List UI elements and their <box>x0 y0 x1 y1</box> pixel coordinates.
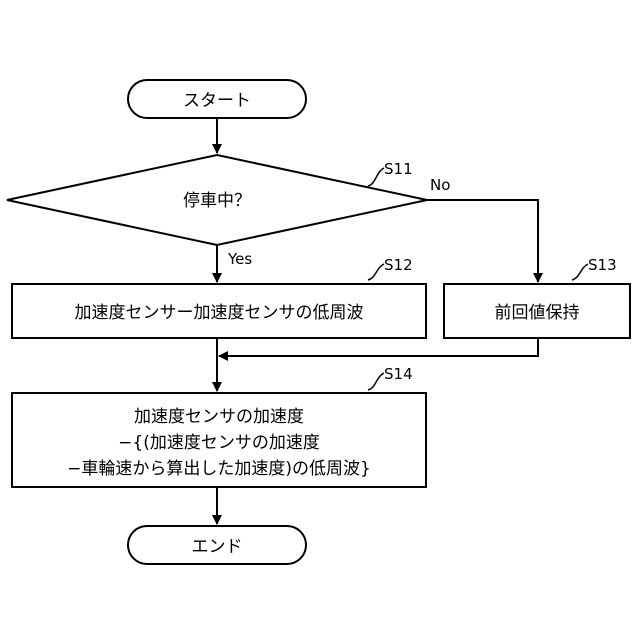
no-branch-label: No <box>430 176 450 194</box>
start-label: スタート <box>183 91 251 111</box>
step-s11-label: S11 <box>384 160 413 178</box>
arrow-decision-to-s13 <box>427 200 538 282</box>
step-s13-leader <box>572 264 588 280</box>
process-s12-label: 加速度センサー加速度センサの低周波 <box>75 303 364 323</box>
yes-branch-label: Yes <box>227 250 252 268</box>
decision-label: 停車中？ <box>183 191 251 211</box>
end-label: エンド <box>192 537 243 557</box>
step-s13-label: S13 <box>588 256 617 274</box>
step-s12-leader <box>368 264 384 280</box>
process-s14-line-2: −{(加速度センサの加速度 <box>118 433 320 453</box>
process-s13-label: 前回値保持 <box>495 303 580 323</box>
step-s12-label: S12 <box>384 256 413 274</box>
process-s14-line-1: 加速度センサの加速度 <box>134 407 304 427</box>
step-s14-leader <box>368 373 384 390</box>
arrow-s13-merge <box>219 338 538 356</box>
step-s14-label: S14 <box>384 365 413 383</box>
step-s11-leader <box>368 168 384 186</box>
process-s14-line-3: −車輪速から算出した加速度)の低周波} <box>67 459 371 479</box>
